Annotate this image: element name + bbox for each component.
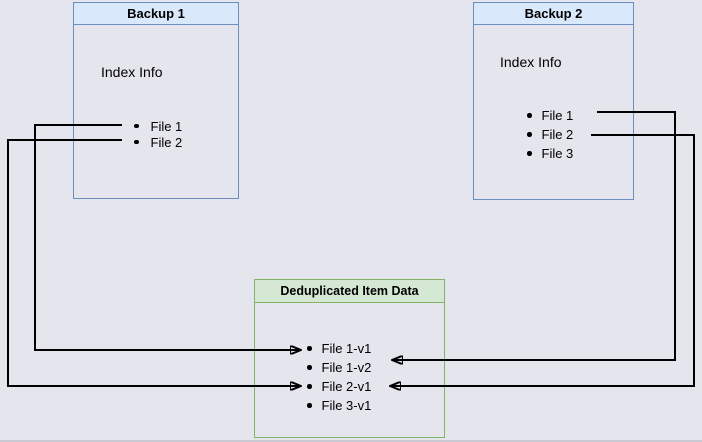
dedup-item-file3v1: File 3-v1: [307, 396, 371, 415]
item-label: File 3-v1: [321, 398, 372, 413]
file-label: File 1: [541, 108, 574, 123]
bullet-icon: [307, 346, 312, 351]
file-label: File 2: [541, 127, 574, 142]
file-label: File 1: [150, 118, 183, 134]
backup1-box: Backup 1 Index Info File 1 File 2: [73, 2, 239, 199]
bullet-icon: [307, 384, 312, 389]
bullet-icon: [307, 403, 312, 408]
dedup-item-file1v1: File 1-v1: [307, 339, 371, 358]
bullet-icon: [527, 113, 532, 118]
backup1-title: Backup 1: [74, 3, 238, 25]
bullet-icon: [527, 132, 532, 137]
bullet-icon: [134, 139, 139, 145]
backup2-file-1: File 1: [527, 106, 573, 125]
backup2-file-2: File 2: [527, 125, 573, 144]
dedup-box: Deduplicated Item Data File 1-v1 File 1-…: [254, 279, 445, 438]
backup2-title: Backup 2: [474, 3, 633, 25]
dedup-item-list: File 1-v1 File 1-v2 File 2-v1 File 3-v1: [307, 339, 371, 415]
file-label: File 2: [150, 134, 183, 150]
file-label: File 3: [541, 146, 574, 161]
item-label: File 2-v1: [321, 379, 372, 394]
dedup-title: Deduplicated Item Data: [255, 280, 444, 303]
backup1-file-1: File 1: [134, 118, 182, 134]
screenshot-bottom-edge: [0, 440, 702, 442]
backup2-index-label: Index Info: [500, 54, 562, 70]
backup2-box: Backup 2 Index Info File 1 File 2 File 3: [473, 2, 634, 200]
item-label: File 1-v2: [321, 360, 372, 375]
dedup-item-file2v1: File 2-v1: [307, 377, 371, 396]
backup1-file-2: File 2: [134, 134, 182, 150]
dedup-item-file1v2: File 1-v2: [307, 358, 371, 377]
bullet-icon: [134, 123, 139, 129]
bullet-icon: [307, 365, 312, 370]
backup2-file-list: File 1 File 2 File 3: [527, 106, 573, 163]
backup1-index-label: Index Info: [101, 64, 163, 80]
bullet-icon: [527, 151, 532, 156]
backup1-file-list: File 1 File 2: [134, 118, 182, 150]
backup2-file-3: File 3: [527, 144, 573, 163]
item-label: File 1-v1: [321, 341, 372, 356]
